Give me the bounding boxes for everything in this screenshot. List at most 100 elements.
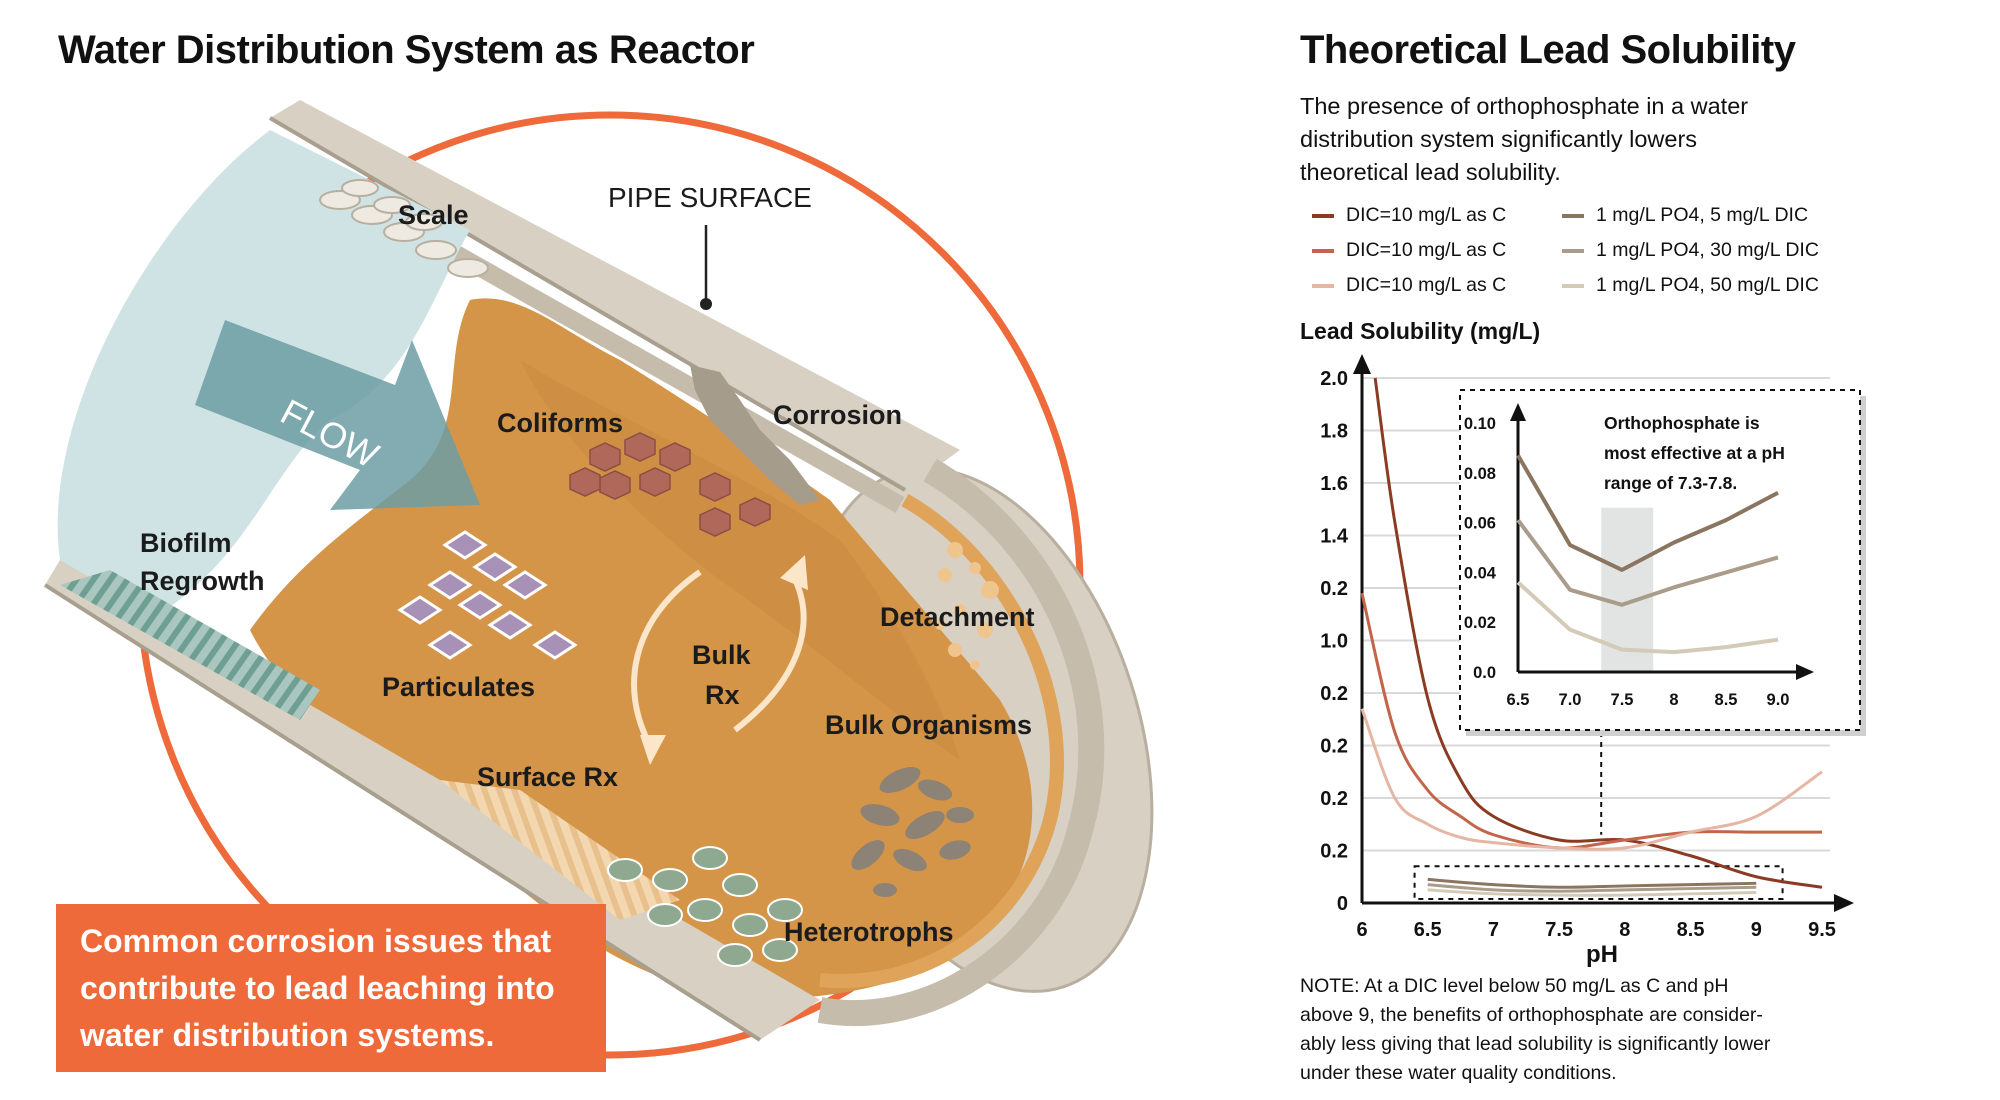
- legend-item: 1 mg/L PO4, 30 mg/L DIC: [1562, 239, 1819, 262]
- legend-item: 1 mg/L PO4, 50 mg/L DIC: [1562, 274, 1819, 297]
- chart-note: NOTE: At a DIC level below 50 mg/L as C …: [1300, 972, 1900, 1088]
- x-tick-label: 8: [1619, 919, 1630, 941]
- label-surface-rx: Surface Rx: [477, 762, 619, 792]
- bulk-rx-arrow-up: [733, 568, 807, 733]
- pipe-inner-rim: [817, 458, 1105, 1027]
- note-line: under these water quality conditions.: [1300, 1062, 1617, 1084]
- callout-line: contribute to lead leaching into: [80, 970, 555, 1006]
- label-bulk-rx-2: Rx: [705, 680, 740, 710]
- inset-x-axis-arrow: [1796, 664, 1814, 680]
- y-tick-label: 0.2: [1320, 683, 1348, 705]
- pipe-top-wall: [270, 100, 960, 490]
- inset-y-tick-label: 0.06: [1464, 515, 1496, 533]
- biofilm-layer: [60, 570, 320, 720]
- series-line: [1360, 592, 1822, 850]
- label-scale: Scale: [398, 200, 469, 230]
- label-biofilm-regrowth-2: Regrowth: [140, 566, 265, 596]
- panel-subtitle: The presence of orthophosphate in a wate…: [1300, 90, 1920, 189]
- x-axis-arrow: [1834, 894, 1854, 912]
- inset-series-line: [1516, 580, 1779, 655]
- legend-swatch: [1562, 213, 1584, 218]
- inset-annotation-line: most effective at a pH: [1604, 443, 1785, 463]
- coliform-cells: [569, 432, 771, 537]
- x-tick-label: 6: [1356, 919, 1367, 941]
- inset-series-line: [1516, 454, 1779, 572]
- inset-annotation: Orthophosphate is most effective at a pH…: [1604, 408, 1785, 498]
- series-line: [1373, 377, 1823, 889]
- particulate-grains: [397, 530, 578, 660]
- x-tick-label: 6.5: [1414, 919, 1442, 941]
- callout-line: water distribution systems.: [80, 1017, 495, 1053]
- inset-annotation-line: range of 7.3-7.8.: [1604, 473, 1738, 493]
- legend-item: DIC=10 mg/L as C: [1312, 204, 1506, 227]
- y-axis-title: Lead Solubility (mg/L): [1300, 318, 1541, 344]
- inset-x-tick-label: 6.5: [1507, 691, 1530, 709]
- series-line: [1427, 888, 1757, 897]
- y-tick-label: 2.0: [1320, 368, 1348, 390]
- legend-swatch: [1562, 283, 1584, 288]
- scale-deposits: [319, 179, 489, 278]
- bulk-rx-arrow-down: [631, 569, 702, 747]
- label-bulk-rx-1: Bulk: [692, 640, 751, 670]
- series-line: [1427, 883, 1757, 893]
- y-tick-label: 0.2: [1320, 841, 1348, 863]
- x-tick-label: 7: [1488, 919, 1499, 941]
- label-detachment: Detachment: [880, 602, 1035, 632]
- inset-x-tick-label: 8.5: [1715, 691, 1738, 709]
- y-axis-arrow: [1353, 354, 1371, 374]
- y-tick-label: 1.8: [1320, 421, 1348, 443]
- inset-series-line: [1516, 518, 1779, 607]
- legend-swatch: [1562, 248, 1584, 253]
- label-heterotrophs: Heterotrophs: [784, 917, 954, 947]
- y-tick-label: 1.4: [1320, 526, 1349, 548]
- inset-y-tick-label: 0.04: [1464, 564, 1497, 582]
- diagram-title: Water Distribution System as Reactor: [58, 28, 755, 72]
- legend-item: DIC=10 mg/L as C: [1312, 239, 1506, 262]
- inset-annotation-line: Orthophosphate is: [1604, 413, 1760, 433]
- heterotroph-cells: [607, 846, 803, 967]
- label-bulk-organisms: Bulk Organisms: [825, 710, 1033, 740]
- surface-rx-layer: [440, 780, 680, 920]
- legend-swatch: [1312, 248, 1334, 253]
- subtitle-line: distribution system significantly lowers: [1300, 126, 1698, 152]
- y-tick-label: 0.2: [1320, 788, 1348, 810]
- y-tick-label: 0.2: [1320, 578, 1348, 600]
- label-coliforms: Coliforms: [497, 408, 624, 438]
- legend-item: 1 mg/L PO4, 5 mg/L DIC: [1562, 204, 1808, 227]
- inset-y-tick-label: 0.02: [1464, 614, 1496, 632]
- x-tick-label: 9: [1751, 919, 1762, 941]
- inset-y-axis-arrow: [1510, 403, 1526, 421]
- legend-swatch: [1312, 283, 1334, 288]
- y-tick-label: 1.0: [1320, 631, 1348, 653]
- inset-x-tick-label: 9.0: [1767, 691, 1790, 709]
- bulk-organism-cells: [851, 767, 974, 897]
- label-corrosion: Corrosion: [773, 400, 903, 430]
- inset-y-tick-label: 0.0: [1473, 664, 1496, 682]
- inset-x-tick-label: 7.0: [1559, 691, 1582, 709]
- label-particulates: Particulates: [382, 672, 536, 702]
- solubility-panel: Theoretical Lead Solubility The presence…: [1300, 0, 2000, 1100]
- x-tick-label: 8.5: [1677, 919, 1705, 941]
- inset-y-tick-label: 0.10: [1464, 415, 1496, 433]
- x-axis-title: pH: [1586, 941, 1618, 968]
- y-tick-label: 0.2: [1320, 736, 1348, 758]
- note-line: NOTE: At a DIC level below 50 mg/L as C …: [1300, 975, 1729, 997]
- flow-arrow: [195, 320, 480, 510]
- corrosion-pit: [690, 365, 820, 505]
- series-line: [1427, 877, 1757, 889]
- y-tick-label: 1.6: [1320, 473, 1348, 495]
- subtitle-line: The presence of orthophosphate in a wate…: [1300, 93, 1749, 119]
- panel-title: Theoretical Lead Solubility: [1300, 28, 1796, 72]
- subtitle-line: theoretical lead solubility.: [1300, 159, 1561, 185]
- x-tick-label: 9.5: [1808, 919, 1836, 941]
- solubility-chart: 0 0.2 0.2 0.2 0.2 1.0 0.2 1.4 1.6 1.8 2.0 6 6.5 7 7.5 8…: [1320, 354, 1866, 968]
- inset-y-tick-label: 0.08: [1464, 465, 1496, 483]
- label-biofilm-regrowth-1: Biofilm: [140, 528, 232, 558]
- y-tick-label: 0: [1337, 893, 1348, 915]
- legend-swatch: [1312, 213, 1334, 218]
- callout-line: Common corrosion issues that: [80, 923, 552, 959]
- series-line: [1360, 708, 1823, 851]
- inset-x-tick-label: 7.5: [1611, 691, 1634, 709]
- callout-box: Common corrosion issues that contribute …: [56, 904, 606, 1072]
- detachment-particles: [935, 542, 999, 670]
